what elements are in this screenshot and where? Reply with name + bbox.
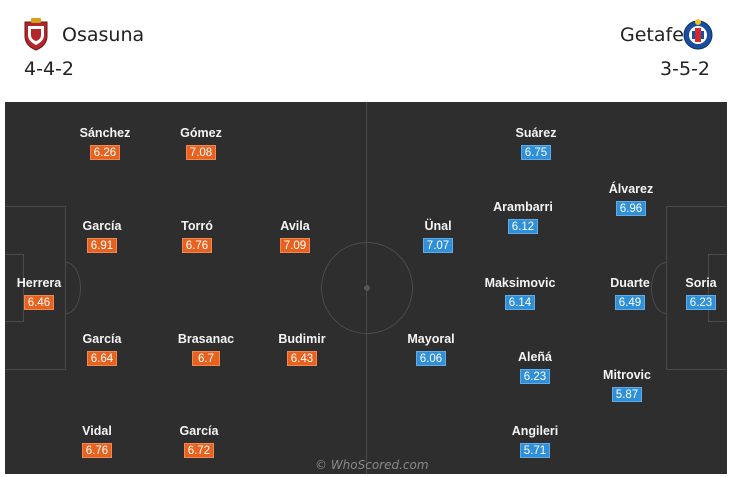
player-rating: 6.91 bbox=[86, 238, 118, 253]
player-rating: 5.87 bbox=[611, 387, 643, 402]
player-rating: 6.26 bbox=[89, 145, 121, 160]
player-rating: 7.07 bbox=[422, 238, 454, 253]
match-header: Osasuna 4-4-2 Getafe 3-5-2 bbox=[0, 0, 730, 100]
center-spot bbox=[364, 285, 370, 291]
player-rating: 5.71 bbox=[519, 443, 551, 458]
player-rating: 6.72 bbox=[183, 443, 215, 458]
player-rating: 6.46 bbox=[23, 295, 55, 310]
home-team-name: Osasuna bbox=[62, 24, 145, 46]
player-rating: 6.76 bbox=[181, 238, 213, 253]
home-penalty-area bbox=[5, 206, 66, 370]
player-rating: 6.14 bbox=[504, 295, 536, 310]
player-rating: 6.76 bbox=[81, 443, 113, 458]
player-rating: 6.96 bbox=[615, 201, 647, 216]
player-rating: 6.64 bbox=[86, 351, 118, 366]
away-formation: 3-5-2 bbox=[660, 58, 710, 80]
center-circle bbox=[321, 242, 413, 334]
player-rating: 6.23 bbox=[519, 369, 551, 384]
away-penalty-area bbox=[666, 206, 727, 370]
osasuna-crest-icon bbox=[24, 18, 48, 51]
player-rating: 6.23 bbox=[685, 295, 717, 310]
away-team-name: Getafe bbox=[620, 24, 684, 46]
player-rating: 6.43 bbox=[286, 351, 318, 366]
away-goal-area bbox=[708, 254, 727, 322]
player-rating: 7.09 bbox=[279, 238, 311, 253]
player-rating: 6.12 bbox=[507, 219, 539, 234]
player-rating: 6.06 bbox=[415, 351, 447, 366]
player-rating: 6.7 bbox=[192, 351, 220, 366]
getafe-crest-icon bbox=[683, 19, 713, 50]
home-formation: 4-4-2 bbox=[24, 58, 74, 80]
player-rating: 6.75 bbox=[520, 145, 552, 160]
player-rating: 7.08 bbox=[185, 145, 217, 160]
whoscored-watermark: © WhoScored.com bbox=[315, 458, 429, 472]
player-rating: 6.49 bbox=[614, 295, 646, 310]
home-goal-area bbox=[5, 254, 24, 322]
